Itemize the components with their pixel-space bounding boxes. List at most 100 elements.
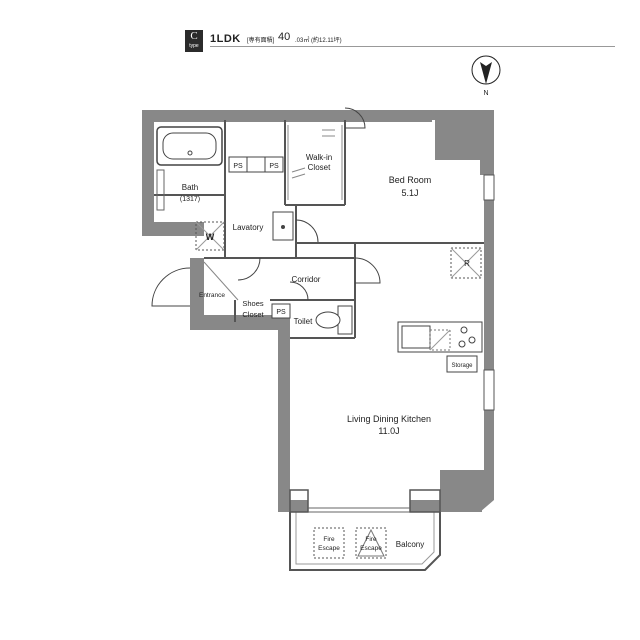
shoes-label-2: Closet bbox=[242, 310, 264, 319]
wall-right-upper bbox=[484, 200, 494, 370]
walkin-hanger-4 bbox=[291, 173, 306, 179]
door-toilet-icon bbox=[289, 281, 309, 301]
type-letter: C bbox=[190, 30, 198, 42]
bath-label: Bath bbox=[182, 183, 198, 192]
wall-top-right bbox=[432, 110, 494, 120]
aircon-box bbox=[450, 247, 482, 279]
wall-left-lower bbox=[278, 330, 290, 512]
wall-top-right-corner bbox=[435, 120, 494, 175]
fire-escape-2-line2: Escape bbox=[360, 545, 382, 552]
bedroom-label: Bed Room bbox=[389, 175, 432, 185]
fire-escape-box-2 bbox=[355, 527, 387, 559]
balcony-pillar-left bbox=[289, 489, 309, 513]
door-ldk-icon bbox=[354, 257, 381, 284]
wall-bottom-right bbox=[410, 500, 482, 512]
balcony-rail bbox=[295, 512, 435, 565]
corridor-label: Corridor bbox=[292, 275, 321, 284]
aircon-mark: R bbox=[450, 247, 482, 279]
wall-right-lower bbox=[484, 410, 494, 490]
fire-escape-1-line2: Escape bbox=[318, 545, 340, 552]
entrance-step bbox=[203, 261, 239, 301]
header-rule bbox=[210, 46, 615, 47]
fire-escape-1-line1: Fire bbox=[323, 536, 335, 543]
storage-label: Storage bbox=[451, 363, 473, 369]
ps-box-2 bbox=[264, 156, 284, 173]
type-badge: C type bbox=[185, 30, 203, 52]
area-label: [専有面積] bbox=[247, 38, 275, 44]
bathtub bbox=[156, 126, 223, 211]
balcony bbox=[289, 489, 441, 571]
ps-label-3: PS bbox=[276, 309, 286, 316]
compass-arrow-icon bbox=[480, 62, 492, 84]
bath-size: (1317) bbox=[180, 196, 200, 203]
doors bbox=[151, 107, 381, 307]
fire-escape-ladder-icon bbox=[357, 528, 385, 557]
washer: W bbox=[195, 221, 225, 251]
aircon-diag-2 bbox=[450, 247, 482, 279]
shower-bar bbox=[156, 169, 165, 211]
toilet-fixture bbox=[315, 305, 353, 335]
type-word: type bbox=[189, 43, 199, 49]
wall-entrance-bottom bbox=[190, 315, 290, 330]
window-ldk bbox=[483, 369, 495, 411]
washer-label: W bbox=[206, 232, 215, 242]
walkin-hanger-3 bbox=[291, 167, 306, 173]
plan-header: C type 1LDK [専有面積] 40 .03㎡ (約12.11坪) bbox=[185, 24, 615, 54]
pipe-shafts: PS PS PS bbox=[228, 156, 291, 319]
toilet-bowl-icon bbox=[315, 311, 341, 329]
windows bbox=[483, 174, 495, 411]
stove-burner-1-icon bbox=[460, 326, 468, 334]
ps-box-blank bbox=[246, 156, 266, 173]
door-lavatory-icon bbox=[237, 257, 261, 281]
outer-walls bbox=[142, 110, 494, 512]
door-entrance-icon bbox=[151, 267, 191, 307]
toilet-label: Toilet bbox=[294, 317, 313, 326]
sink-drain-icon bbox=[281, 225, 285, 229]
wall-left-upper bbox=[142, 110, 154, 225]
walkin-label-2: Closet bbox=[308, 163, 331, 172]
ps-label-2: PS bbox=[269, 163, 279, 170]
compass-label: N bbox=[483, 90, 488, 97]
layout-name: 1LDK bbox=[210, 33, 241, 45]
ldk-label: Living Dining Kitchen bbox=[347, 414, 431, 424]
fire-escape-2-line1: Fire bbox=[365, 536, 377, 543]
entrance-label: Entrance bbox=[199, 292, 225, 299]
door-walkin-icon bbox=[344, 107, 366, 129]
washer-box bbox=[195, 221, 225, 251]
balcony-outline bbox=[289, 512, 441, 571]
ps-label-1: PS bbox=[233, 163, 243, 170]
bathtub-drain-icon bbox=[187, 150, 193, 156]
balcony-pillar-right bbox=[409, 489, 441, 513]
shoes-label-1: Shoes bbox=[242, 299, 264, 308]
ps-box-3 bbox=[271, 303, 291, 319]
balcony-label: Balcony bbox=[396, 540, 424, 549]
wall-top bbox=[142, 110, 432, 122]
bathtub-inner bbox=[162, 132, 217, 160]
washer-diag-2 bbox=[195, 221, 225, 251]
door-bedroom-icon bbox=[295, 219, 319, 243]
wall-bottom-left bbox=[278, 500, 308, 512]
interior-walls bbox=[154, 120, 484, 339]
window-bedroom bbox=[483, 174, 495, 201]
wall-bath-bottom bbox=[142, 222, 204, 236]
kitchen: Storage bbox=[397, 321, 483, 373]
walkin-label-1: Walk-in bbox=[306, 153, 332, 162]
area-value: 40 bbox=[278, 31, 291, 43]
area-sub: .03㎡ (約12.11坪) bbox=[295, 38, 342, 44]
compass: N bbox=[471, 55, 501, 97]
fire-escapes: Fire Escape Fire Escape bbox=[313, 527, 387, 559]
fire-escape-box-1 bbox=[313, 527, 345, 559]
aircon-label: R bbox=[464, 259, 470, 268]
bedroom-size: 5.1J bbox=[401, 188, 418, 198]
wall-entrance-left bbox=[190, 258, 204, 328]
stove-burner-3-icon bbox=[458, 340, 466, 348]
walkin-shelving bbox=[287, 125, 343, 200]
fridge-diag bbox=[429, 329, 451, 351]
storage-box bbox=[446, 355, 478, 373]
ldk-size: 11.0J bbox=[378, 426, 399, 436]
lavatory-label: Lavatory bbox=[233, 223, 264, 232]
stove-burner-2-icon bbox=[468, 336, 476, 344]
kitchen-sink bbox=[401, 325, 431, 349]
kitchen-fridge-space bbox=[429, 329, 451, 351]
